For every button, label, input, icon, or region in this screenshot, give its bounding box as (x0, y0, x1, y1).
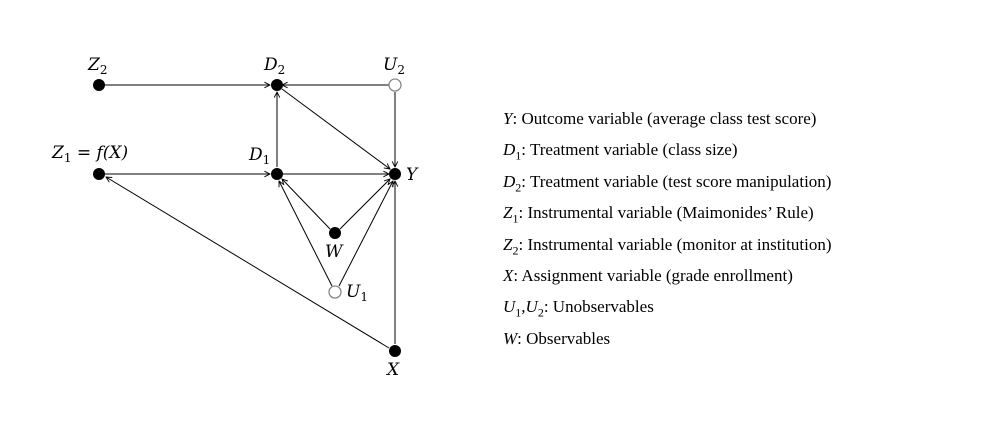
legend-text: : Assignment variable (grade enrollment) (513, 265, 793, 285)
node-labels: Z2 D2 U2 Z1 = f(X) D1 Y W U1 X (51, 55, 419, 380)
legend-row-x: X: Assignment variable (grade enrollment… (503, 263, 831, 294)
edge-u1-d1 (279, 181, 333, 287)
legend-symbol: U1,U2 (503, 297, 544, 320)
legend-symbol: D1 (503, 140, 522, 163)
label-d1: D1 (248, 145, 270, 167)
node-y (389, 168, 401, 180)
nodes (93, 78, 402, 357)
legend-symbol: W (503, 328, 518, 348)
label-d2: D2 (263, 55, 285, 77)
legend-text: : Outcome variable (average class test s… (512, 109, 817, 128)
legend-text: : Instrumental variable (Maimonides’ Rul… (518, 203, 814, 223)
edge-u1-y (338, 181, 393, 287)
legend-text: : Unobservables (543, 297, 654, 317)
legend: Y: Outcome variable (average class test … (503, 106, 831, 357)
legend-row-w: W: Observables (503, 326, 831, 357)
legend-symbol: D2 (503, 171, 522, 195)
node-u2 (388, 78, 402, 92)
node-x (389, 345, 401, 357)
node-w (329, 227, 341, 239)
legend-symbol: Y (503, 109, 513, 128)
node-d2 (271, 79, 283, 91)
edge-w-y (339, 179, 390, 230)
legend-row-d2: D2: Treatment variable (test score manip… (503, 169, 831, 200)
node-z1 (93, 168, 105, 180)
node-u1 (328, 285, 342, 299)
legend-symbol: Z2 (503, 234, 519, 257)
label-x: X (385, 360, 400, 380)
label-y: Y (406, 165, 419, 185)
label-w: W (325, 242, 344, 262)
legend-row-d1: D1: Treatment variable (class size) (503, 137, 831, 168)
label-u1: U1 (346, 282, 368, 304)
label-z2: Z2 (87, 55, 107, 77)
legend-row-y: Y: Outcome variable (average class test … (503, 106, 831, 137)
edges (105, 85, 395, 349)
legend-symbol: X (503, 265, 514, 285)
legend-text: : Treatment variable (class size) (521, 140, 738, 160)
legend-row-z1: Z1: Instrumental variable (Maimonides’ R… (503, 200, 831, 231)
legend-symbol: Z1 (503, 203, 519, 226)
edge-d2-y (281, 88, 390, 169)
legend-row-u: U1,U2: Unobservables (503, 294, 831, 325)
edge-w-d1 (282, 179, 331, 230)
legend-row-z2: Z2: Instrumental variable (monitor at in… (503, 232, 831, 263)
label-u2: U2 (383, 55, 405, 77)
label-z1: Z1 = f(X) (51, 143, 128, 165)
legend-text: : Observables (517, 328, 611, 348)
legend-text: : Instrumental variable (monitor at inst… (518, 234, 832, 254)
legend-text: : Treatment variable (test score manipul… (521, 171, 832, 191)
edge-x-z1 (106, 177, 390, 349)
node-z2 (93, 79, 105, 91)
node-d1 (271, 168, 283, 180)
